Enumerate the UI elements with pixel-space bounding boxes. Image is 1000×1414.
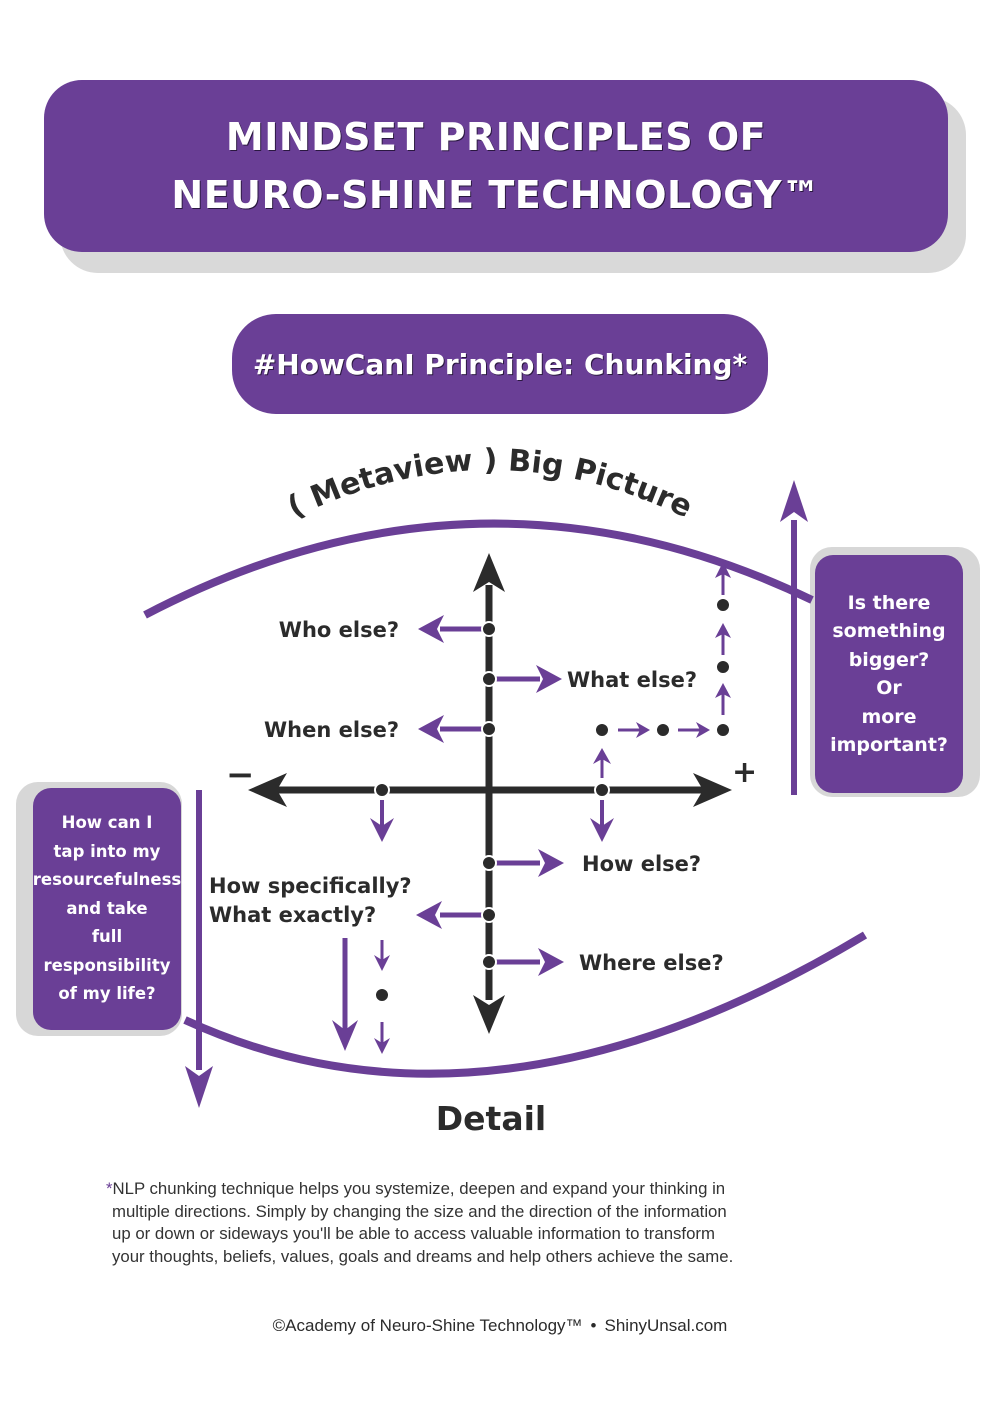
footnote-line-4: your thoughts, beliefs, values, goals an…	[112, 1246, 734, 1266]
who-else-label: Who else?	[279, 618, 399, 642]
chunk-up-question-box: Is there something bigger? Or more impor…	[815, 555, 963, 793]
chunk-down-line: full	[91, 927, 123, 947]
chunk-up-line: something	[832, 620, 946, 642]
chunk-up-arrow-icon	[780, 480, 808, 795]
detail-label: Detail	[436, 1099, 546, 1138]
chunk-up-line: Is there	[847, 591, 931, 614]
axis-plus-label: +	[732, 755, 757, 790]
title-line-2: NEURO-SHINE TECHNOLOGY™	[171, 173, 821, 217]
subtitle-banner: #HowCanI Principle: Chunking*	[232, 314, 768, 414]
chunk-down-line: and take	[66, 898, 148, 918]
footnote-line-1: *NLP chunking technique helps you system…	[106, 1179, 726, 1198]
axis-right-arrowhead	[693, 773, 732, 807]
what-exactly-label: What exactly?	[209, 903, 376, 927]
big-picture-arc	[143, 519, 814, 619]
chunk-down-question-box: How can I tap into my resourcefulness an…	[33, 788, 181, 1030]
credit-separator: •	[590, 1316, 597, 1335]
how-else-label: How else?	[582, 852, 701, 876]
how-specifically-label: How specifically?	[209, 874, 412, 898]
axis-minus-label: −	[226, 755, 255, 795]
credit-line: ©Academy of Neuro-Shine Technology™ • Shin…	[0, 1316, 1000, 1336]
footnote-line-3: up or down or sideways you'll be able to…	[112, 1224, 715, 1243]
chunk-down-line: resourcefulness	[32, 870, 182, 890]
axis-left-arrowhead	[248, 773, 287, 807]
chunk-up-line: Or	[876, 677, 902, 699]
axis-down-arrowhead	[473, 995, 505, 1034]
chunk-down-line: tap into my	[53, 841, 161, 861]
title-line-1: MINDSET PRINCIPLES OF	[225, 115, 767, 159]
what-else-label: What else?	[567, 668, 697, 692]
chunk-down-arrow-icon	[185, 790, 213, 1108]
when-else-label: When else?	[264, 718, 399, 742]
footnote-asterisk: *	[106, 1179, 113, 1198]
branch-arrows	[332, 562, 731, 1054]
title-banner: MINDSET PRINCIPLES OF NEURO-SHINE TECHNO…	[44, 80, 948, 252]
chunk-up-line: more	[861, 705, 917, 728]
chunk-up-line: important?	[830, 734, 948, 756]
footnote: *NLP chunking technique helps you system…	[106, 1178, 946, 1268]
axis-up-arrowhead	[473, 553, 505, 592]
credit-website[interactable]: ShinyUnsal.com	[604, 1316, 728, 1335]
chunk-up-line: bigger?	[848, 648, 930, 671]
where-else-label: Where else?	[579, 951, 724, 975]
horizontal-axis	[248, 773, 732, 807]
subtitle: #HowCanI Principle: Chunking*	[252, 347, 748, 381]
credit-organization: ©Academy of Neuro-Shine Technology™	[272, 1316, 583, 1335]
chunk-down-line: responsibility	[43, 955, 171, 975]
detail-arc	[183, 931, 868, 1078]
chunk-down-line: of my life?	[58, 984, 156, 1004]
big-picture-label: ( Metaview ) Big Picture	[282, 443, 697, 525]
node-dots	[374, 597, 731, 1003]
footnote-line-2: multiple directions. Simply by changing …	[112, 1201, 727, 1221]
chunk-down-line: How can I	[61, 813, 153, 833]
